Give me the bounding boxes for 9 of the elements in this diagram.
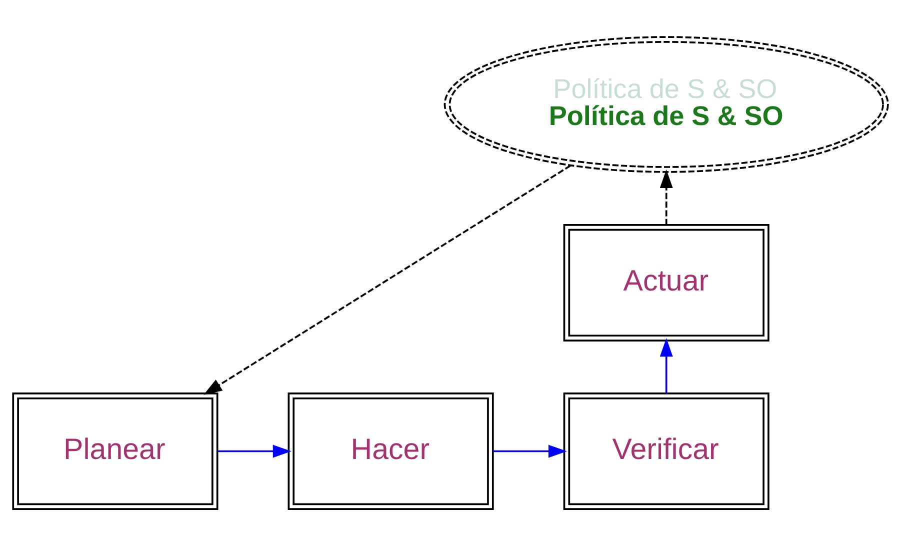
arrow xyxy=(660,169,673,224)
node-box: Hacer xyxy=(288,392,494,510)
arrow xyxy=(204,164,571,394)
node-box: Actuar xyxy=(563,224,770,341)
arrow xyxy=(218,444,292,458)
arrow xyxy=(660,338,673,393)
node-box: Verificar xyxy=(563,392,770,510)
arrow xyxy=(493,444,567,458)
node-box: Planear xyxy=(12,392,218,510)
